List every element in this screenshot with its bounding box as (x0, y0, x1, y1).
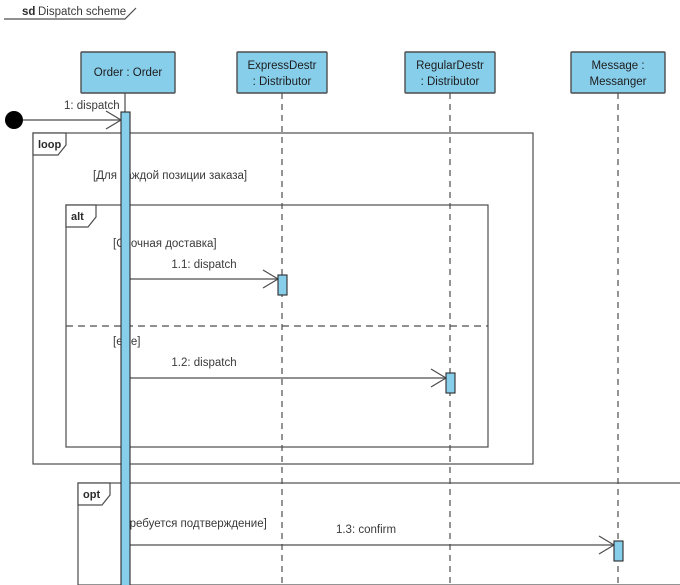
message-11-label: 1.1: dispatch (171, 259, 236, 271)
lifeline-express[interactable]: ExpressDestr : Distributor (236, 51, 328, 585)
fragment-loop-frame (32, 132, 534, 465)
message-1-label: 1: dispatch (64, 100, 120, 112)
lifeline-regular-head[interactable] (404, 51, 496, 94)
lifeline-message-head[interactable] (570, 51, 666, 94)
lifeline-express-label-1: ExpressDestr (247, 60, 316, 72)
message-12-label: 1.2: dispatch (171, 357, 236, 369)
fragment-opt[interactable]: opt [Требуется подтверждение] (77, 482, 680, 585)
lifeline-regular-label-2: : Distributor (421, 76, 480, 88)
fragment-loop[interactable]: loop [Для каждой позиции заказа] (32, 132, 534, 465)
fragment-loop-label: loop (38, 139, 61, 151)
message-12-dispatch[interactable]: 1.2: dispatch (130, 357, 448, 388)
fragment-opt-frame (77, 482, 680, 585)
page-title: Dispatch scheme (38, 6, 126, 18)
activation-bar-order[interactable] (120, 111, 131, 585)
diagram-keyword: sd (22, 6, 35, 18)
found-message-start-dot (5, 111, 23, 129)
activation-bar-express[interactable] (277, 274, 288, 296)
lifeline-regular[interactable]: RegularDestr : Distributor (404, 51, 496, 585)
fragment-opt-guard: [Требуется подтверждение] (120, 518, 267, 530)
lifeline-message-label-2: Messanger (590, 76, 647, 88)
message-13-label: 1.3: confirm (336, 524, 396, 536)
message-1-dispatch[interactable]: 1: dispatch (5, 100, 123, 130)
message-11-dispatch[interactable]: 1.1: dispatch (130, 259, 280, 289)
title-tab-outline (4, 7, 137, 20)
fragment-opt-label: opt (83, 489, 100, 501)
diagram-title-tab: sd Dispatch scheme (4, 6, 137, 20)
fragment-alt-guard-1: [Срочная доставка] (113, 238, 217, 250)
lifeline-message-label-1: Message : (591, 60, 644, 72)
lifeline-order-label-1: Order : Order (94, 67, 163, 79)
fragment-alt-label: alt (71, 211, 84, 223)
message-13-confirm[interactable]: 1.3: confirm (130, 524, 616, 555)
activation-bar-message[interactable] (613, 540, 624, 562)
fragment-loop-guard: [Для каждой позиции заказа] (93, 170, 247, 182)
fragment-opt-tab (77, 482, 111, 506)
lifeline-express-label-2: : Distributor (253, 76, 312, 88)
lifeline-express-head[interactable] (236, 51, 328, 94)
lifeline-order-head[interactable] (80, 51, 176, 94)
lifeline-regular-label-1: RegularDestr (416, 60, 484, 72)
fragment-alt-tab (65, 204, 97, 228)
activation-bar-regular[interactable] (445, 372, 456, 394)
lifeline-message[interactable]: Message : Messanger (570, 51, 666, 585)
fragment-loop-tab (32, 132, 67, 156)
fragment-alt[interactable]: alt [Срочная доставка] [else] (65, 204, 489, 448)
